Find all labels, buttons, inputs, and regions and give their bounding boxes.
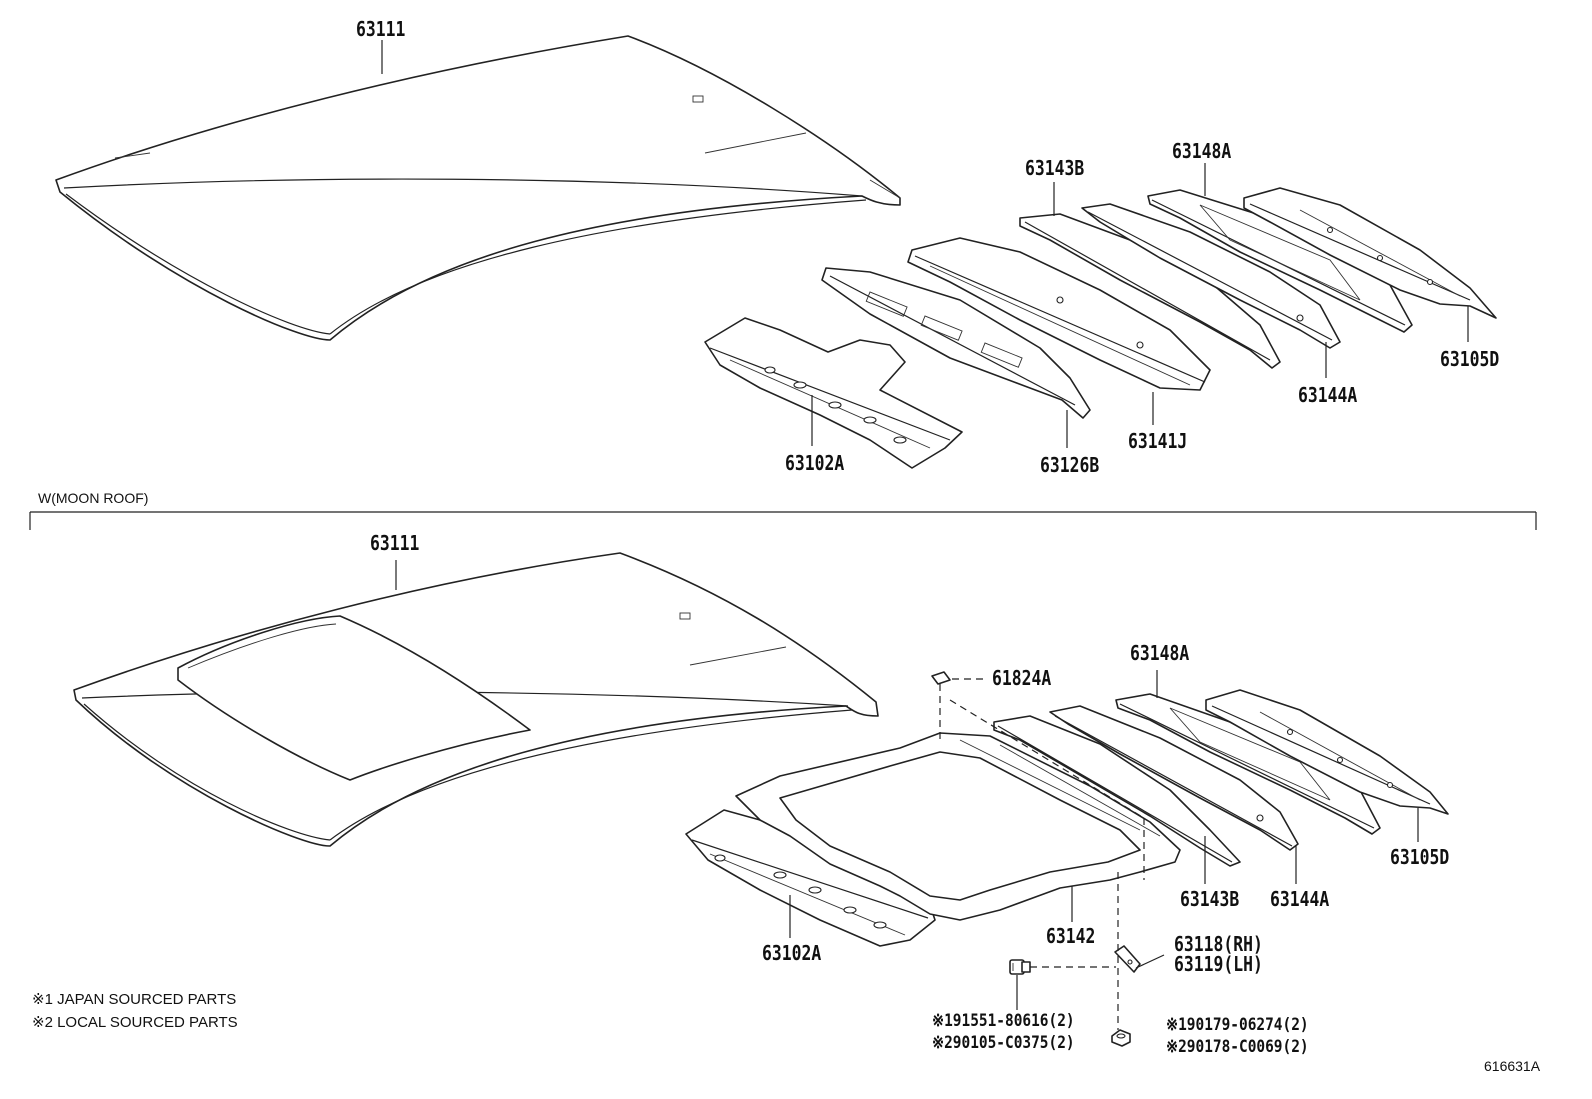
moonroof-bolt bbox=[1009, 959, 1031, 975]
top-bow-63144A bbox=[1081, 203, 1341, 349]
label-moonroof-bow-63143B: 63143B bbox=[1180, 887, 1240, 911]
label-top-bow-63126B: 63126B bbox=[1040, 453, 1100, 477]
top-bow-63141J bbox=[907, 237, 1211, 391]
moonroof-bow-63144A bbox=[1049, 705, 1299, 851]
label-moonroof-bracket-lh: 63119(LH) bbox=[1174, 952, 1263, 976]
label-top-front-header: 63102A bbox=[785, 451, 845, 475]
moonroof-section-title: W(MOON ROOF) bbox=[38, 490, 149, 506]
label-moonroof-bow-63148A: 63148A bbox=[1130, 641, 1190, 665]
top-roof-panel bbox=[55, 35, 901, 341]
label-moonroof-front-header: 63102A bbox=[762, 941, 822, 965]
moonroof-rear-header bbox=[1205, 689, 1449, 815]
label-fastener-bolt-a: ※191551-80616(2) bbox=[932, 1011, 1075, 1031]
label-moonroof-reinforcement: 63142 bbox=[1046, 924, 1096, 948]
legend-note-1: ※1 JAPAN SOURCED PARTS bbox=[32, 991, 237, 1008]
label-top-roof-panel: 63111 bbox=[356, 17, 406, 41]
moonroof-section-bracket bbox=[29, 511, 1537, 530]
legend-note-2: ※2 LOCAL SOURCED PARTS bbox=[32, 1014, 238, 1031]
moonroof-leader-lines bbox=[395, 560, 1419, 1030]
top-bow-63126B bbox=[821, 267, 1091, 419]
label-fastener-nut-a: ※190179-06274(2) bbox=[1166, 1015, 1309, 1035]
moonroof-bow-63143B bbox=[993, 715, 1241, 867]
label-moonroof-bracket-rh: 63118(RH) bbox=[1174, 932, 1263, 956]
label-fastener-nut-b: ※290178-C0069(2) bbox=[1166, 1037, 1309, 1057]
diagram-id: 616631A bbox=[1484, 1058, 1541, 1074]
label-top-rear-header: 63105D bbox=[1440, 347, 1500, 371]
label-top-bow-63143B: 63143B bbox=[1025, 156, 1085, 180]
top-leader-lines bbox=[381, 40, 1469, 448]
label-top-bow-63141J: 63141J bbox=[1128, 429, 1188, 453]
moonroof-roof-panel bbox=[73, 552, 879, 847]
label-moonroof-rear-header: 63105D bbox=[1390, 845, 1450, 869]
label-moonroof-roof-panel: 63111 bbox=[370, 531, 420, 555]
label-fastener-bolt-b: ※290105-C0375(2) bbox=[932, 1033, 1075, 1053]
moonroof-bow-63148A bbox=[1115, 693, 1381, 835]
label-moonroof-bow-63144A: 63144A bbox=[1270, 887, 1330, 911]
top-front-header bbox=[704, 317, 963, 469]
label-moonroof-pad: 61824A bbox=[992, 666, 1052, 690]
moonroof-bracket bbox=[1114, 945, 1141, 973]
moonroof-pad bbox=[931, 671, 985, 685]
top-rear-header bbox=[1243, 187, 1497, 319]
moonroof-reinforcement-frame bbox=[735, 732, 1181, 921]
moonroof-nut bbox=[1111, 1029, 1131, 1047]
label-top-bow-63144A: 63144A bbox=[1298, 383, 1358, 407]
label-top-bow-63148A: 63148A bbox=[1172, 139, 1232, 163]
